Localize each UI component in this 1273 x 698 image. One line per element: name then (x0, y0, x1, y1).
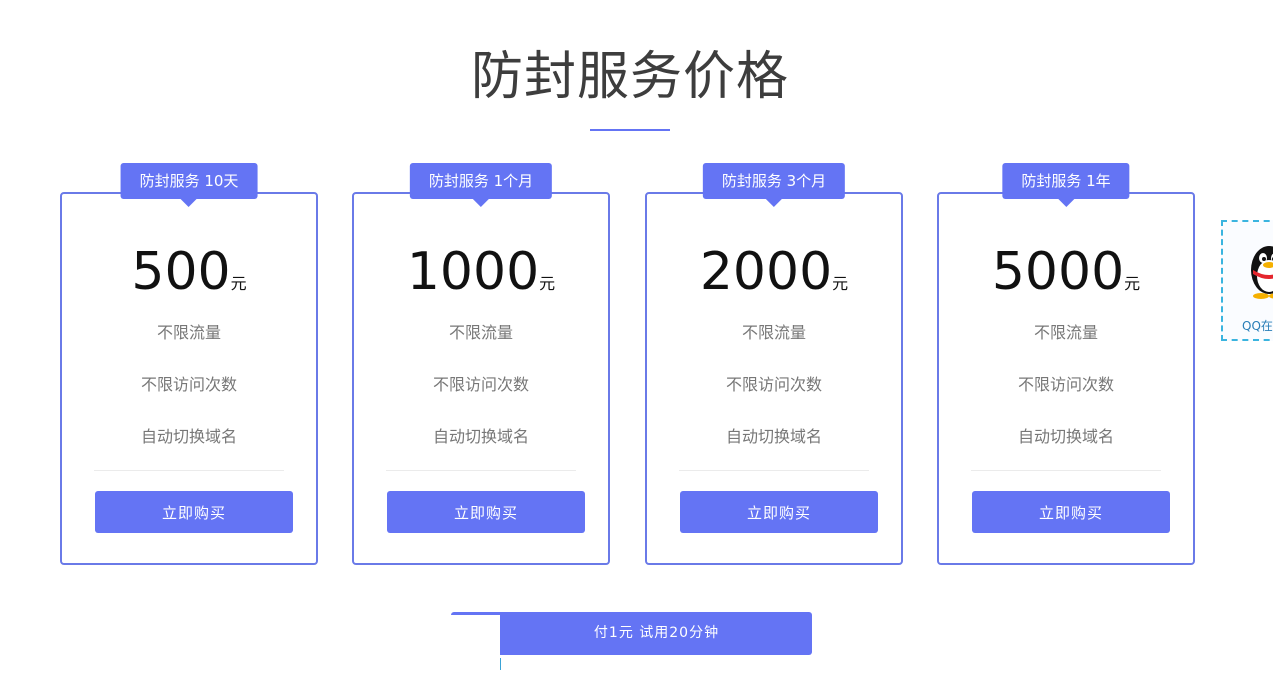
feature-item: 自动切换域名 (1017, 427, 1114, 446)
feature-item: 不限流量 (1033, 323, 1098, 342)
feature-item: 不限流量 (448, 323, 513, 342)
price-amount: 2000 (699, 242, 833, 302)
feature-item: 不限流量 (156, 323, 221, 342)
feature-item: 不限访问次数 (1017, 375, 1114, 394)
card-divider (94, 470, 284, 471)
price: 5000元 (939, 242, 1193, 302)
price-amount: 5000 (991, 242, 1125, 302)
price-unit: 元 (1124, 274, 1141, 293)
price-amount: 1000 (406, 242, 540, 302)
pricing-card-1-month: 防封服务 1个月 1000元 不限流量 不限访问次数 自动切换域名 立即购买 (352, 163, 610, 565)
price: 2000元 (647, 242, 901, 302)
price-unit: 元 (539, 274, 556, 293)
feature-item: 不限访问次数 (140, 375, 237, 394)
buy-button[interactable]: 立即购买 (680, 491, 878, 533)
card-divider (386, 470, 576, 471)
page-title: 防封服务价格 (470, 47, 789, 107)
feature-item: 自动切换域名 (140, 427, 237, 446)
qq-online-widget[interactable]: QQ在线 (1221, 220, 1273, 341)
plan-tag: 防封服务 3个月 (702, 163, 846, 207)
buy-button[interactable]: 立即购买 (972, 491, 1170, 533)
pricing-card-3-months: 防封服务 3个月 2000元 不限流量 不限访问次数 自动切换域名 立即购买 (645, 163, 903, 565)
qq-online-label: QQ在线 (1242, 319, 1273, 333)
price: 500元 (62, 242, 316, 302)
feature-item: 自动切换域名 (725, 427, 822, 446)
plan-tag: 防封服务 1个月 (409, 163, 553, 207)
plan-tag: 防封服务 1年 (1002, 163, 1130, 207)
qq-penguin-icon (1251, 246, 1273, 299)
plan-tag: 防封服务 10天 (120, 163, 258, 207)
price-unit: 元 (230, 274, 247, 293)
trial-tick-mark (500, 658, 501, 670)
feature-item: 不限访问次数 (725, 375, 822, 394)
feature-item: 自动切换域名 (432, 427, 529, 446)
card-divider (971, 470, 1161, 471)
price: 1000元 (354, 242, 608, 302)
card-divider (679, 470, 869, 471)
trial-button-notch (451, 615, 500, 655)
feature-item: 不限访问次数 (432, 375, 529, 394)
pricing-card-1-year: 防封服务 1年 5000元 不限流量 不限访问次数 自动切换域名 立即购买 (937, 163, 1195, 565)
price-unit: 元 (832, 274, 849, 293)
trial-button[interactable]: 付1元 试用20分钟 (451, 612, 812, 655)
buy-button[interactable]: 立即购买 (387, 491, 585, 533)
buy-button[interactable]: 立即购买 (95, 491, 293, 533)
pricing-card-10-days: 防封服务 10天 500元 不限流量 不限访问次数 自动切换域名 立即购买 (60, 163, 318, 565)
title-underline (590, 129, 670, 131)
feature-item: 不限流量 (741, 323, 806, 342)
price-amount: 500 (131, 242, 231, 302)
